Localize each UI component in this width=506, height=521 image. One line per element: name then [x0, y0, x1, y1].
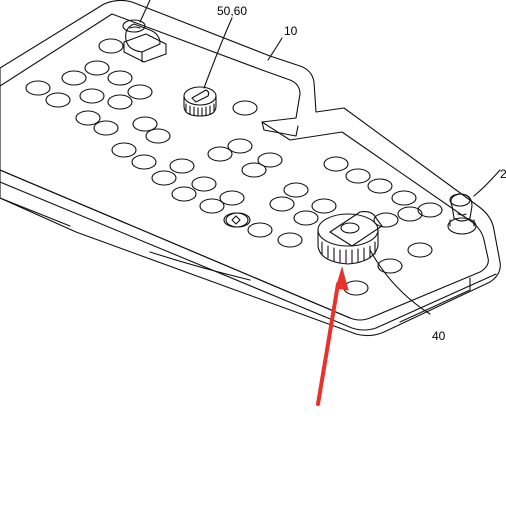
- panel-button[interactable]: [171, 186, 197, 202]
- panel-button[interactable]: [61, 70, 87, 86]
- panel-button[interactable]: [75, 110, 101, 126]
- leader-line-40: [369, 249, 431, 315]
- panel-button[interactable]: [45, 92, 71, 108]
- joystick[interactable]: [447, 193, 477, 235]
- leader-line-toggle: [139, 0, 151, 23]
- panel-button[interactable]: [84, 60, 110, 76]
- panel-button[interactable]: [25, 80, 51, 96]
- console-top-panel: [0, 13, 489, 321]
- panel-button[interactable]: [373, 212, 399, 228]
- panel-button[interactable]: [377, 258, 403, 274]
- panel-button[interactable]: [151, 170, 177, 186]
- toggle-top-button[interactable]: [122, 19, 146, 33]
- panel-button[interactable]: [169, 158, 195, 174]
- button-grid: [25, 38, 443, 296]
- reference-label-2: 2: [500, 167, 506, 181]
- console-base-curve: [149, 251, 251, 281]
- panel-button[interactable]: [111, 142, 137, 158]
- panel-button[interactable]: [132, 116, 158, 132]
- leader-line-10: [267, 37, 283, 61]
- panel-button[interactable]: [247, 222, 273, 238]
- panel-button[interactable]: [407, 242, 433, 258]
- panel-button[interactable]: [93, 120, 119, 136]
- reference-label-10: 10: [284, 24, 298, 38]
- panel-button[interactable]: [199, 198, 225, 214]
- panel-button[interactable]: [131, 154, 157, 170]
- leader-line-2: [473, 169, 501, 197]
- panel-button[interactable]: [293, 210, 319, 226]
- console-right-foot: [399, 277, 471, 323]
- diamond-button[interactable]: [223, 212, 249, 228]
- toggle-switch-device[interactable]: [123, 23, 167, 63]
- panel-button[interactable]: [417, 202, 443, 218]
- panel-button[interactable]: [232, 100, 258, 116]
- panel-button[interactable]: [145, 128, 171, 144]
- panel-button[interactable]: [227, 138, 253, 154]
- panel-button[interactable]: [219, 190, 245, 206]
- panel-button[interactable]: [207, 146, 233, 162]
- console-side-edge-2: [0, 181, 497, 331]
- console-notch: [261, 121, 299, 137]
- panel-button[interactable]: [397, 206, 423, 222]
- panel-button[interactable]: [391, 190, 417, 206]
- console-side-edge: [0, 169, 351, 319]
- red-arrow-indicator: [316, 266, 349, 406]
- large-rotary-knob[interactable]: [317, 211, 383, 265]
- panel-button[interactable]: [107, 94, 133, 110]
- panel-button[interactable]: [225, 212, 251, 228]
- panel-button[interactable]: [345, 168, 371, 184]
- leader-line-50-60: [203, 17, 233, 89]
- panel-button[interactable]: [127, 84, 153, 100]
- panel-button[interactable]: [311, 198, 337, 214]
- small-rotary-knob[interactable]: [183, 86, 217, 117]
- panel-button[interactable]: [283, 182, 309, 198]
- panel-button[interactable]: [98, 38, 124, 54]
- panel-button[interactable]: [323, 156, 349, 172]
- console-bottom-edge: [0, 197, 71, 227]
- panel-button[interactable]: [269, 196, 295, 212]
- panel-button[interactable]: [257, 152, 283, 168]
- panel-button[interactable]: [79, 88, 105, 104]
- reference-label-50-60: 50,60: [217, 4, 247, 18]
- console-outer-outline: [0, 0, 501, 337]
- panel-button[interactable]: [191, 176, 217, 192]
- panel-button[interactable]: [241, 162, 267, 178]
- reference-label-40: 40: [432, 329, 446, 343]
- panel-button[interactable]: [107, 70, 133, 86]
- panel-button[interactable]: [367, 178, 393, 194]
- panel-button[interactable]: [277, 232, 303, 248]
